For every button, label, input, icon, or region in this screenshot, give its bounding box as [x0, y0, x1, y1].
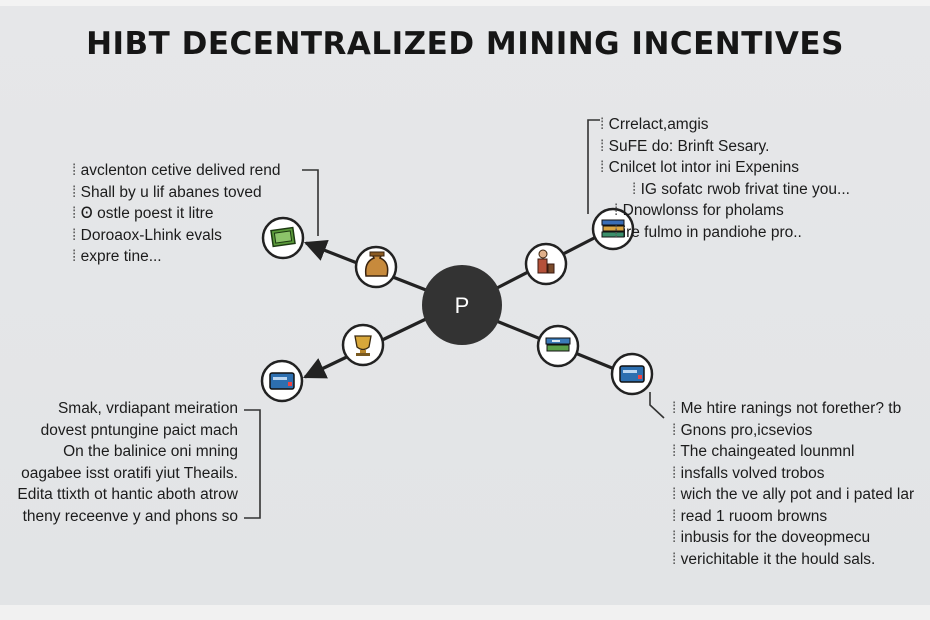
- text-line: dovest pntungine paict mach: [40, 421, 238, 439]
- text-line: On the balinice oni mning: [63, 443, 238, 460]
- node-lowleft-far: [260, 359, 304, 403]
- cash-stack-icon: [545, 337, 571, 352]
- text-block-bottom-left: Smak, vrdiapant meiration dovest pntungi…: [0, 398, 238, 527]
- text-line: verichitable it the hould sals.: [672, 549, 930, 571]
- bracket-top-left: [302, 169, 319, 236]
- text-line: wich the ve ally pot and i pated lar: [672, 484, 930, 506]
- text-line: insfalls volved trobos: [672, 463, 930, 485]
- trophy-icon: [354, 335, 372, 356]
- text-line: Doroaox-Lhink evals: [72, 225, 281, 247]
- top-band: [0, 0, 930, 6]
- text-block-top-right: Crrelact,amgis SuFE do: Brinft Sesary. C…: [600, 114, 850, 243]
- text-line: avclenton cetive delived rend: [72, 160, 281, 182]
- text-line: Me htire ranings not forether? tb: [672, 398, 930, 420]
- text-line: Cnilcet lot intor ini Expenins: [600, 157, 850, 179]
- bracket-bottom-left: [244, 409, 261, 519]
- card-icon: [269, 372, 295, 390]
- text-line: inbusis for the doveopmecu: [672, 527, 930, 549]
- text-line: read 1 ruoom browns: [672, 506, 930, 528]
- worker-icon: [537, 249, 555, 274]
- node-lowright-near: [536, 324, 580, 368]
- card-icon: [619, 365, 645, 383]
- text-line: Shall by u lif abanes toved: [72, 182, 281, 204]
- bracket-bottom-right: [649, 392, 665, 419]
- hub-node: [422, 265, 502, 345]
- text-line: theny receenve y and phons so: [22, 507, 238, 525]
- text-line: Edita ttixth ot hantic aboth atrow: [17, 486, 238, 503]
- node-upright-near: [524, 242, 568, 286]
- text-line: ire fulmo in pandiohe pro..: [600, 222, 850, 244]
- text-block-top-left: avclenton cetive delived rend Shall by u…: [72, 160, 281, 268]
- hub-label: P: [455, 293, 470, 318]
- text-line: Gnons pro,icsevios: [672, 420, 930, 442]
- bottom-band: [0, 605, 930, 620]
- text-line: IG sofatc rwob frivat tine you...: [600, 179, 850, 201]
- text-line: Ꙩ ostle poest it litre: [72, 203, 281, 225]
- bracket-top-right: [587, 119, 600, 214]
- text-block-bottom-right: Me htire ranings not forether? tb Gnons …: [672, 398, 930, 570]
- node-lowleft-near: [341, 323, 385, 367]
- text-line: expre tine...: [72, 246, 281, 268]
- text-line: Smak, vrdiapant meiration: [57, 400, 238, 417]
- page-title: HIBT DECENTRALIZED MINING INCENTIVES: [86, 26, 844, 62]
- text-line: The chaingeated lounmnl: [672, 441, 930, 463]
- node-lowright-far: [610, 352, 654, 396]
- node-left-near: [354, 245, 398, 289]
- text-line: Crrelact,amgis: [600, 114, 850, 136]
- text-line: SuFE do: Brinft Sesary.: [600, 136, 850, 158]
- text-line: oagabee isst oratifi yiut Theails.: [21, 464, 238, 482]
- moneybag-icon: [364, 251, 389, 277]
- text-line: Dnowlonss for pholams: [600, 200, 850, 222]
